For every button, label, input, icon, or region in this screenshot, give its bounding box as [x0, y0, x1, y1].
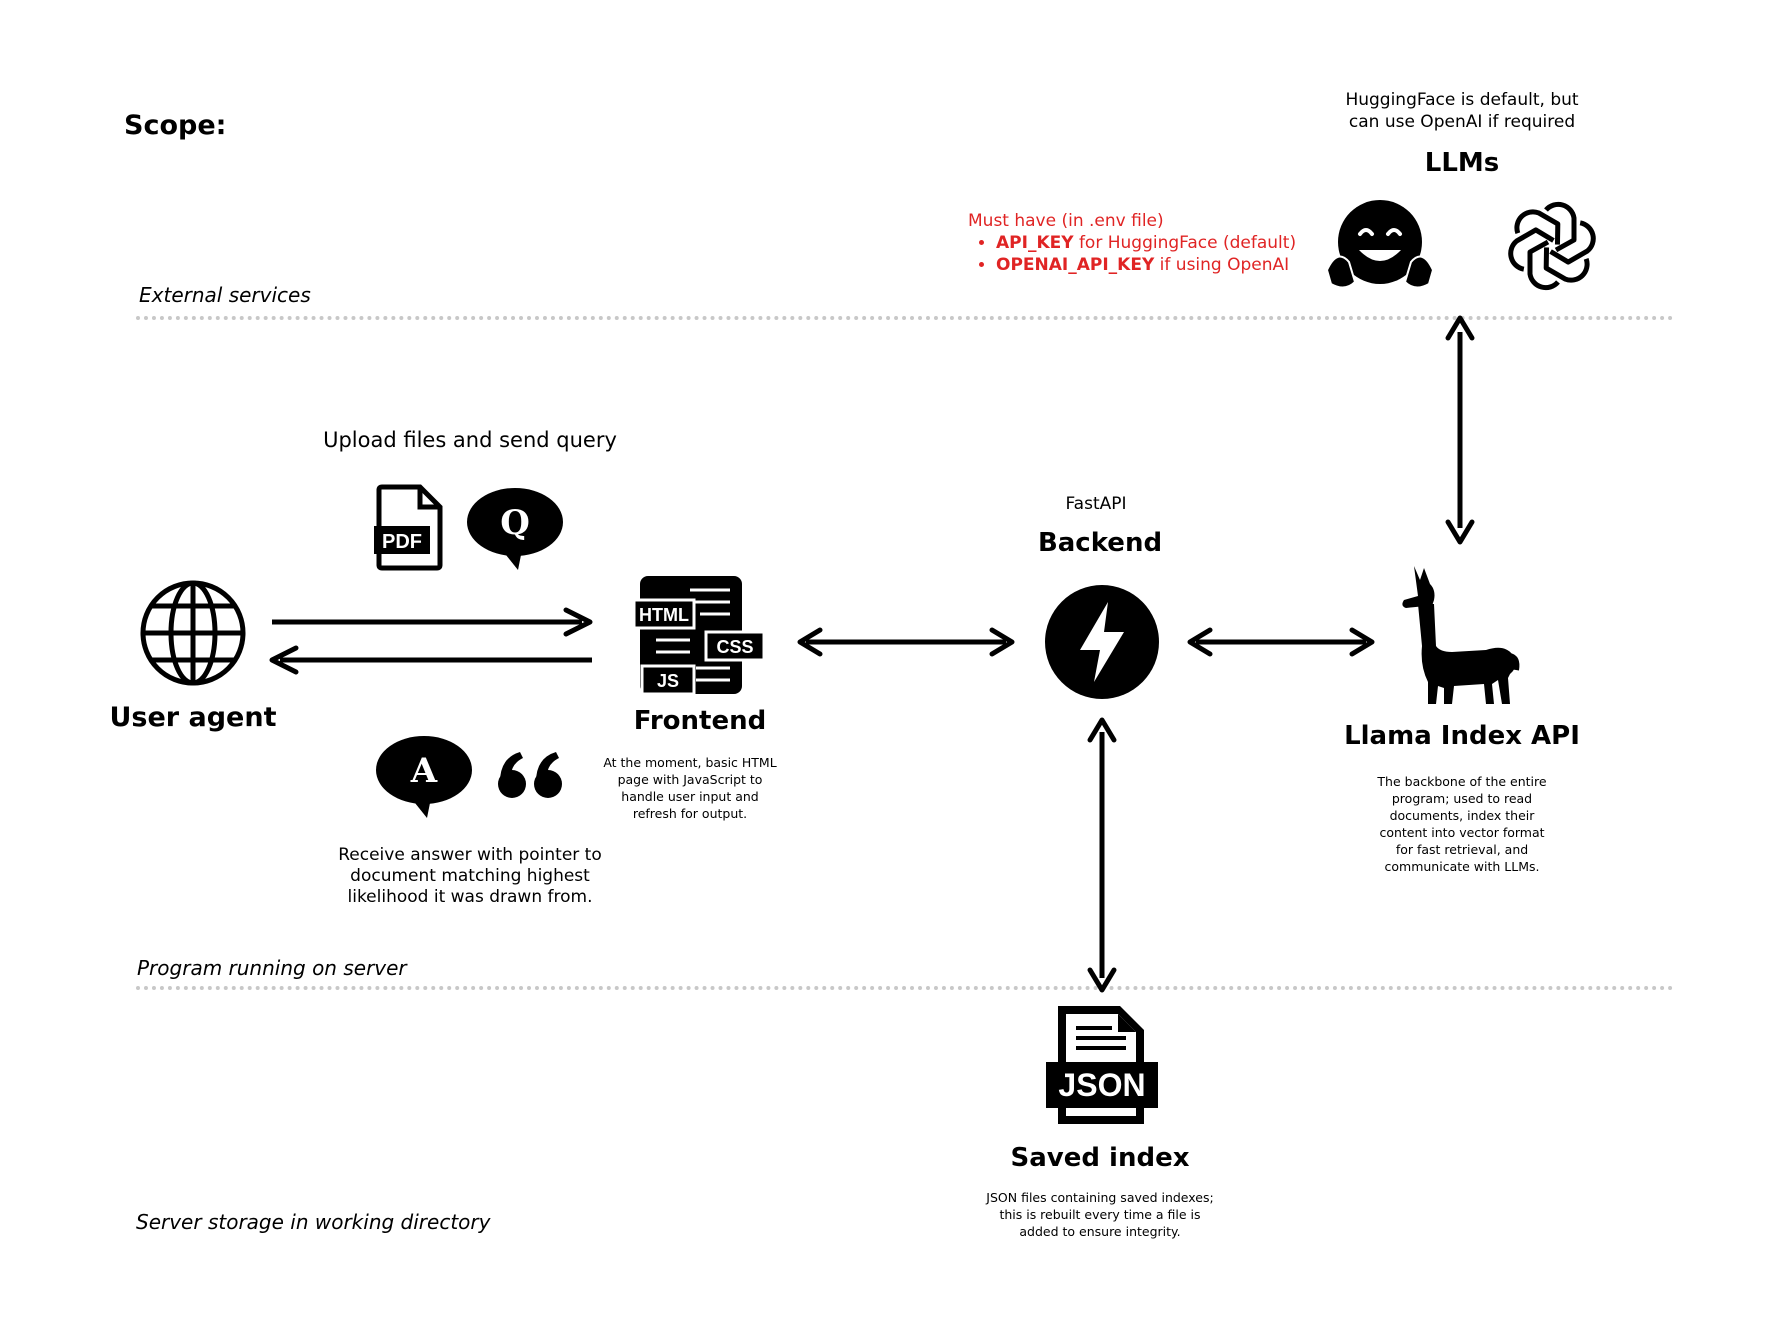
backend-subtitle: FastAPI — [1065, 494, 1127, 514]
zone-label-program: Program running on server — [137, 956, 407, 980]
llama-desc-line5: for fast retrieval, and — [1395, 842, 1529, 857]
huggingface-icon — [1325, 200, 1435, 289]
llama-desc-line6: communicate with LLMs. — [1384, 859, 1540, 874]
arrow-llama-llms — [1445, 315, 1475, 545]
answer-bubble-icon: A — [376, 736, 472, 818]
requirement-text: for HuggingFace (default) — [1073, 233, 1297, 253]
requirements-heading: Must have (in .env file) — [968, 211, 1164, 231]
json-label: JSON — [1058, 1067, 1145, 1103]
divider-external — [136, 316, 1674, 320]
requirement-text: if using OpenAI — [1154, 255, 1290, 275]
query-bubble-icon: Q — [467, 488, 563, 570]
frontend-title: Frontend — [633, 706, 767, 736]
saved-index-desc-line3: added to ensure integrity. — [1019, 1224, 1181, 1239]
upload-label: Upload files and send query — [323, 428, 617, 452]
saved-index-title: Saved index — [1010, 1143, 1190, 1173]
pdf-label: PDF — [382, 531, 422, 553]
quote-icon — [498, 752, 562, 798]
arrow-backend-llama — [1187, 627, 1375, 657]
requirements-box: Must have (in .env file) API_KEY for Hug… — [968, 210, 1296, 276]
pdf-file-icon: PDF — [374, 484, 443, 571]
json-file-icon: JSON — [1046, 1006, 1158, 1124]
llama-title: Llama Index API — [1344, 721, 1580, 751]
requirement-key: OPENAI_API_KEY — [996, 255, 1155, 275]
fastapi-lightning-icon — [1045, 585, 1159, 699]
arrow-to-user-agent — [269, 645, 592, 675]
divider-program — [136, 986, 1674, 990]
llms-note-line2: can use OpenAI if required — [1348, 112, 1576, 132]
frontend-desc-line1: At the moment, basic HTML — [603, 755, 777, 770]
query-bubble-label: Q — [500, 503, 530, 543]
frontend-js-label: JS — [657, 671, 679, 691]
scope-title: Scope: — [124, 110, 227, 141]
openai-icon — [1508, 201, 1596, 291]
llama-desc-line3: documents, index their — [1389, 808, 1535, 823]
requirements-list: API_KEY for HuggingFace (default) OPENAI… — [968, 232, 1296, 276]
frontend-code-icon: HTML CSS JS — [632, 576, 766, 696]
arrow-to-frontend — [272, 607, 593, 637]
frontend-desc-line2: page with JavaScript to — [617, 772, 763, 787]
llama-icon — [1402, 566, 1520, 704]
llms-title: LLMs — [1424, 148, 1500, 178]
frontend-css-label: CSS — [716, 637, 753, 657]
llms-note-line1: HuggingFace is default, but — [1345, 90, 1579, 110]
zone-label-storage: Server storage in working directory — [136, 1210, 491, 1234]
frontend-html-label: HTML — [639, 605, 689, 625]
llama-desc-line4: content into vector format — [1379, 825, 1545, 840]
requirement-item: API_KEY for HuggingFace (default) — [996, 232, 1296, 254]
arrow-frontend-backend — [797, 627, 1015, 657]
llama-desc-line1: The backbone of the entire — [1377, 774, 1547, 789]
requirement-item: OPENAI_API_KEY if using OpenAI — [996, 254, 1296, 276]
frontend-desc-line3: handle user input and — [621, 789, 759, 804]
requirement-key: API_KEY — [996, 233, 1074, 253]
saved-index-desc-line2: this is rebuilt every time a file is — [999, 1207, 1201, 1222]
user-agent-title: User agent — [109, 702, 277, 733]
receive-line1: Receive answer with pointer to — [338, 845, 602, 865]
backend-title: Backend — [1037, 528, 1163, 558]
globe-icon — [140, 580, 246, 686]
zone-label-external: External services — [139, 283, 311, 307]
receive-line2: document matching highest — [350, 866, 590, 886]
answer-bubble-label: A — [410, 751, 438, 791]
llama-desc-line2: program; used to read — [1391, 791, 1533, 806]
receive-line3: likelihood it was drawn from. — [347, 887, 593, 907]
frontend-desc-line4: refresh for output. — [632, 806, 748, 821]
arrow-backend-saved-index — [1087, 717, 1117, 993]
saved-index-desc-line1: JSON files containing saved indexes; — [986, 1190, 1214, 1205]
